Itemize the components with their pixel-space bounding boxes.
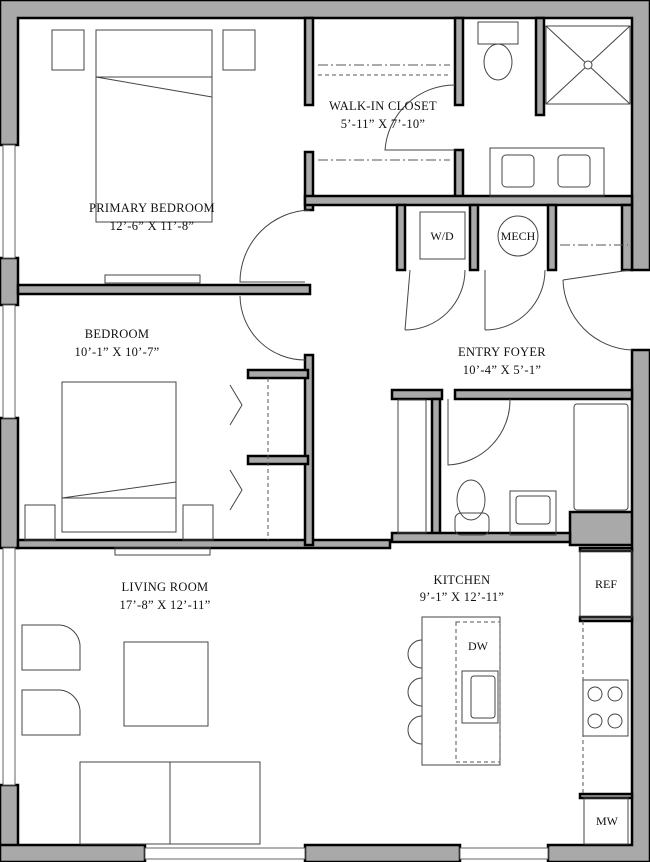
room-name-walk-in-closet: WALK-IN CLOSET bbox=[329, 99, 437, 113]
room-size-bedroom: 10’-1” X 10’-7” bbox=[74, 345, 159, 359]
living-room-furniture bbox=[21, 624, 261, 845]
room-name-entry-foyer: ENTRY FOYER bbox=[458, 345, 546, 359]
washer-dryer-label: W/D bbox=[430, 229, 454, 243]
primary-bedroom-furniture bbox=[51, 29, 256, 284]
mechanical-label: MECH bbox=[501, 229, 536, 243]
room-name-primary-bedroom: PRIMARY BEDROOM bbox=[89, 201, 215, 215]
refrigerator-label: REF bbox=[595, 577, 617, 591]
room-size-entry-foyer: 10’-4” X 5’-1” bbox=[463, 363, 541, 377]
room-name-living-room: LIVING ROOM bbox=[122, 580, 209, 594]
room-size-primary-bedroom: 12’-6” X 11’-8” bbox=[110, 219, 195, 233]
room-size-living-room: 17’-8” X 12’-11” bbox=[119, 598, 210, 612]
doors bbox=[229, 84, 633, 540]
interior-walls bbox=[16, 16, 634, 800]
closet-rods bbox=[318, 64, 628, 246]
dishwasher-label: DW bbox=[468, 639, 489, 653]
washer-dryer bbox=[419, 211, 466, 260]
bedroom-furniture bbox=[24, 381, 214, 556]
room-size-kitchen: 9’-1” X 12’-11” bbox=[420, 590, 505, 604]
room-name-bedroom: BEDROOM bbox=[85, 327, 150, 341]
room-name-kitchen: KITCHEN bbox=[434, 573, 491, 587]
mechanical-unit bbox=[497, 215, 539, 257]
room-size-walk-in-closet: 5’-11” X 7’-10” bbox=[341, 117, 426, 131]
bath-fixtures bbox=[397, 21, 631, 536]
windows bbox=[2, 144, 549, 860]
microwave-label: MW bbox=[596, 814, 619, 828]
kitchen-fixtures bbox=[407, 550, 633, 845]
